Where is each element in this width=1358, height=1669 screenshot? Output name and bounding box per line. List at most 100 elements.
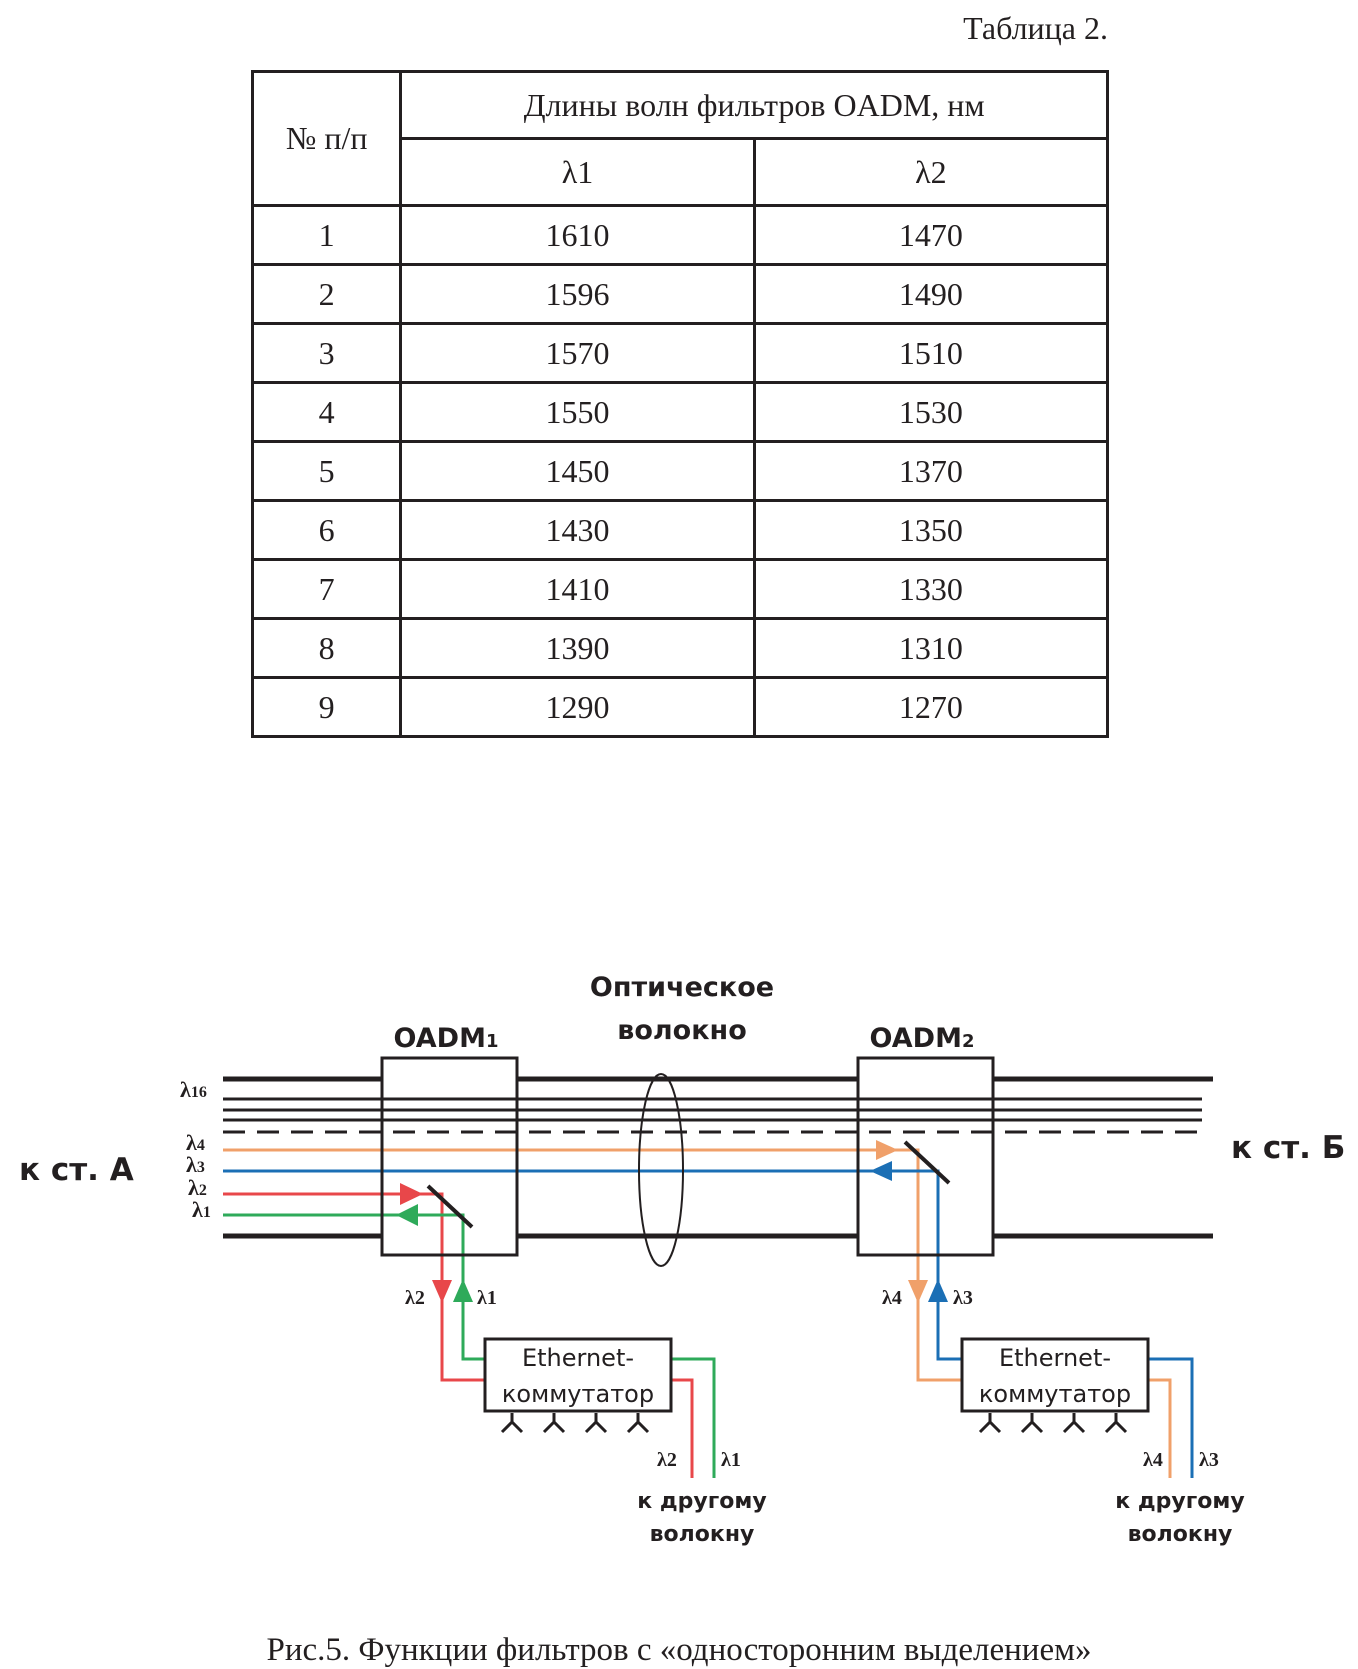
other-fiber-1-line2: волокну xyxy=(650,1522,755,1547)
lambda2-path xyxy=(223,1183,694,1478)
lambda2-value: 1370 xyxy=(752,440,1110,502)
table-caption: Таблица 2. xyxy=(963,10,1108,46)
switch1-box xyxy=(483,1337,673,1413)
switch2-out-a-label: λ4 xyxy=(1143,1449,1163,1471)
row-number: 8 xyxy=(250,617,403,679)
lambda2-value: 1510 xyxy=(752,322,1110,384)
port-connector-icon xyxy=(1020,1413,1044,1434)
lambda4-arrow-down xyxy=(908,1280,928,1303)
lambda3-path xyxy=(223,1161,1194,1478)
switch2-drop-label: λ4 xyxy=(882,1287,902,1309)
port-connector-icon xyxy=(626,1413,650,1434)
station-a-label: к ст. А xyxy=(19,1152,134,1188)
label-lambda1: λ1 xyxy=(192,1197,211,1222)
wavelength-table: № п/п Длины волн фильтров OADM, нм λ1 λ2… xyxy=(250,70,1110,738)
oadm1-box xyxy=(380,1056,519,1257)
switch1-ports xyxy=(500,1413,650,1434)
other-fiber-2-line1: к другому xyxy=(1115,1489,1244,1514)
other-fiber-2-line2: волокну xyxy=(1128,1522,1233,1547)
lambda4-path xyxy=(223,1140,1172,1478)
lambda2-arrow-right xyxy=(400,1183,423,1205)
row-number: 4 xyxy=(250,381,403,443)
lambda1-value: 1290 xyxy=(399,676,756,738)
row-number: 6 xyxy=(250,499,403,561)
switch1-add-label: λ1 xyxy=(477,1287,497,1309)
switch2-out-b-label: λ3 xyxy=(1199,1449,1219,1471)
switch2-add-label: λ3 xyxy=(953,1287,973,1309)
header-number: № п/п xyxy=(250,70,403,207)
header-lambda2: λ2 xyxy=(752,137,1110,207)
switch1-drop-label: λ2 xyxy=(405,1287,425,1309)
lambda1-value: 1430 xyxy=(399,499,756,561)
switch2-ports xyxy=(978,1413,1128,1434)
switch1-out-a-label: λ2 xyxy=(657,1449,677,1471)
oadm1-mirror xyxy=(426,1184,474,1229)
row-number: 9 xyxy=(250,676,403,738)
lambda1-value: 1410 xyxy=(399,558,756,620)
row-number: 3 xyxy=(250,322,403,384)
port-connector-icon xyxy=(542,1413,566,1434)
oadm2-box xyxy=(856,1056,995,1257)
row-number: 7 xyxy=(250,558,403,620)
lambda1-value: 1596 xyxy=(399,263,756,325)
label-lambda3: λ3 xyxy=(186,1152,205,1177)
fiber-lines xyxy=(223,1076,1213,1239)
row-number: 2 xyxy=(250,263,403,325)
lambda1-value: 1610 xyxy=(399,204,756,266)
port-connector-icon xyxy=(584,1413,608,1434)
lambda1-value: 1570 xyxy=(399,322,756,384)
fiber-bundle-ellipse xyxy=(638,1073,684,1267)
lambda3-arrow-up xyxy=(928,1279,948,1302)
switch1-label-line2: коммутатор xyxy=(502,1380,654,1408)
station-b-label: к ст. Б xyxy=(1231,1130,1345,1166)
lambda1-value: 1450 xyxy=(399,440,756,502)
lambda2-value: 1310 xyxy=(752,617,1110,679)
lambda1-value: 1390 xyxy=(399,617,756,679)
header-wavelengths: Длины волн фильтров OADM, нм xyxy=(399,70,1109,140)
lambda1-arrow-left xyxy=(396,1204,418,1226)
port-connector-icon xyxy=(1062,1413,1086,1434)
lambda3-arrow-left xyxy=(870,1161,892,1181)
lambda2-value: 1270 xyxy=(752,676,1110,738)
header-lambda1: λ1 xyxy=(399,137,756,207)
oadm2-mirror xyxy=(903,1140,951,1185)
lambda4-arrow-right xyxy=(876,1140,898,1160)
lambda1-arrow-up xyxy=(453,1279,473,1302)
oadm2-label: OADM2 xyxy=(870,1023,975,1054)
port-connector-icon xyxy=(500,1413,524,1434)
lambda2-value: 1490 xyxy=(752,263,1110,325)
row-number: 1 xyxy=(250,204,403,266)
lambda1-path xyxy=(223,1204,716,1478)
fiber-label-line1: Оптическое xyxy=(590,972,774,1003)
port-connector-icon xyxy=(1104,1413,1128,1434)
switch2-box xyxy=(960,1337,1150,1413)
lambda2-arrow-down xyxy=(432,1280,452,1303)
lambda1-value: 1550 xyxy=(399,381,756,443)
lambda2-value: 1470 xyxy=(752,204,1110,266)
label-lambda16: λ16 xyxy=(180,1077,207,1102)
label-lambda2: λ2 xyxy=(188,1175,207,1200)
fiber-label-line2: волокно xyxy=(617,1015,747,1046)
figure-caption: Рис.5. Функции фильтров с «односторонним… xyxy=(266,1632,1092,1668)
switch1-out-b-label: λ1 xyxy=(721,1449,741,1471)
lambda2-value: 1350 xyxy=(752,499,1110,561)
label-lambda4: λ4 xyxy=(186,1130,205,1155)
port-connector-icon xyxy=(978,1413,1002,1434)
switch1-label-line1: Ethernet- xyxy=(522,1344,634,1372)
row-number: 5 xyxy=(250,440,403,502)
switch2-label-line2: коммутатор xyxy=(979,1380,1131,1408)
oadm1-label: OADM1 xyxy=(394,1023,499,1054)
lambda2-value: 1530 xyxy=(752,381,1110,443)
switch2-label-line1: Ethernet- xyxy=(999,1344,1111,1372)
lambda2-value: 1330 xyxy=(752,558,1110,620)
